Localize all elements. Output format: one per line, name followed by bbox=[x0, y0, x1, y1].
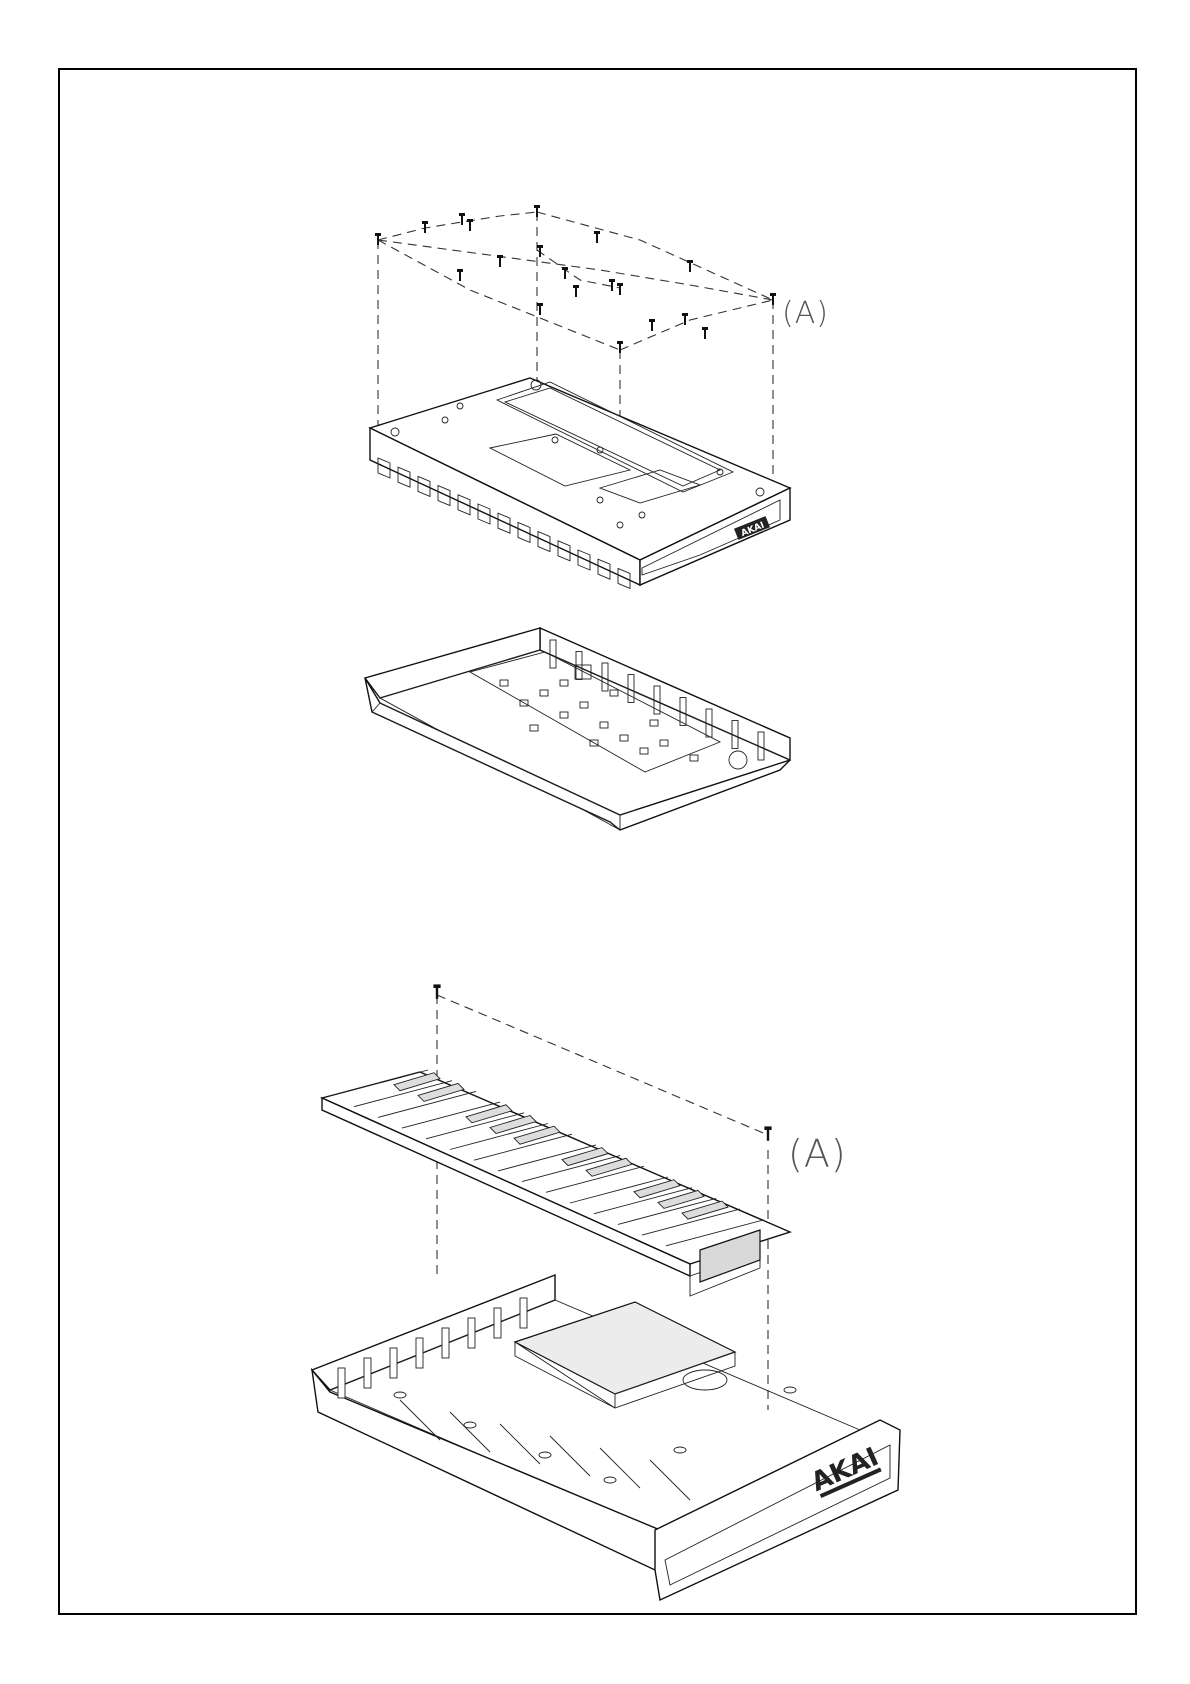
screw-icon bbox=[467, 219, 473, 231]
pcb-component bbox=[690, 755, 698, 761]
chassis-strut bbox=[500, 1424, 540, 1464]
screw-icon bbox=[594, 231, 600, 243]
screw-icon bbox=[702, 327, 708, 339]
screw-icon bbox=[459, 213, 465, 225]
key-assembly bbox=[322, 1070, 790, 1296]
chassis-rib bbox=[442, 1328, 449, 1358]
chassis-boss bbox=[784, 1387, 796, 1393]
pcb-component bbox=[640, 748, 648, 754]
chassis-boss bbox=[604, 1477, 616, 1483]
screw-icon bbox=[649, 319, 655, 331]
screw-icon bbox=[573, 285, 579, 297]
top-screws bbox=[375, 205, 776, 353]
chassis-rib bbox=[520, 1298, 527, 1328]
pcb-component bbox=[560, 712, 568, 718]
screw-icon bbox=[770, 293, 776, 305]
screw-icon bbox=[422, 221, 428, 233]
callout-label-bottom: (A) bbox=[788, 1132, 847, 1176]
pcb-component bbox=[610, 690, 618, 696]
screw-icon bbox=[617, 341, 623, 353]
pcb-component bbox=[560, 680, 568, 686]
pcb-component bbox=[650, 720, 658, 726]
upper-case: AKAI bbox=[370, 378, 790, 588]
callout-label-top: (A) bbox=[782, 296, 829, 331]
pcb-component bbox=[620, 735, 628, 741]
chassis-boss bbox=[464, 1422, 476, 1428]
chassis-boss bbox=[539, 1452, 551, 1458]
chassis-boss bbox=[394, 1392, 406, 1398]
base-tray-with-pcb bbox=[365, 628, 790, 830]
chassis-rib bbox=[364, 1358, 371, 1388]
chassis-strut bbox=[550, 1436, 590, 1476]
pcb-component bbox=[580, 702, 588, 708]
pcb-jack bbox=[729, 751, 747, 769]
pcb-component bbox=[600, 722, 608, 728]
chassis-rib bbox=[494, 1308, 501, 1338]
bottom-chassis: AKAI bbox=[312, 1275, 900, 1600]
screw-icon bbox=[764, 1126, 771, 1140]
screw-icon bbox=[534, 205, 540, 217]
screw-icon bbox=[617, 283, 623, 295]
pcb-component bbox=[540, 690, 548, 696]
pcb-component bbox=[660, 740, 668, 746]
chassis-rib bbox=[416, 1338, 423, 1368]
chassis-boss bbox=[674, 1447, 686, 1453]
screw-icon bbox=[687, 260, 693, 272]
chassis-rib bbox=[390, 1348, 397, 1378]
screw-icon bbox=[562, 267, 568, 279]
screw-icon bbox=[537, 303, 543, 315]
chassis-strut bbox=[650, 1460, 690, 1500]
pcb-component bbox=[500, 680, 508, 686]
screw-icon bbox=[497, 255, 503, 267]
pcb-component bbox=[530, 725, 538, 731]
screw-icon bbox=[609, 279, 615, 291]
chassis-rib bbox=[338, 1368, 345, 1398]
screw-icon bbox=[457, 269, 463, 281]
chassis-rib bbox=[468, 1318, 475, 1348]
